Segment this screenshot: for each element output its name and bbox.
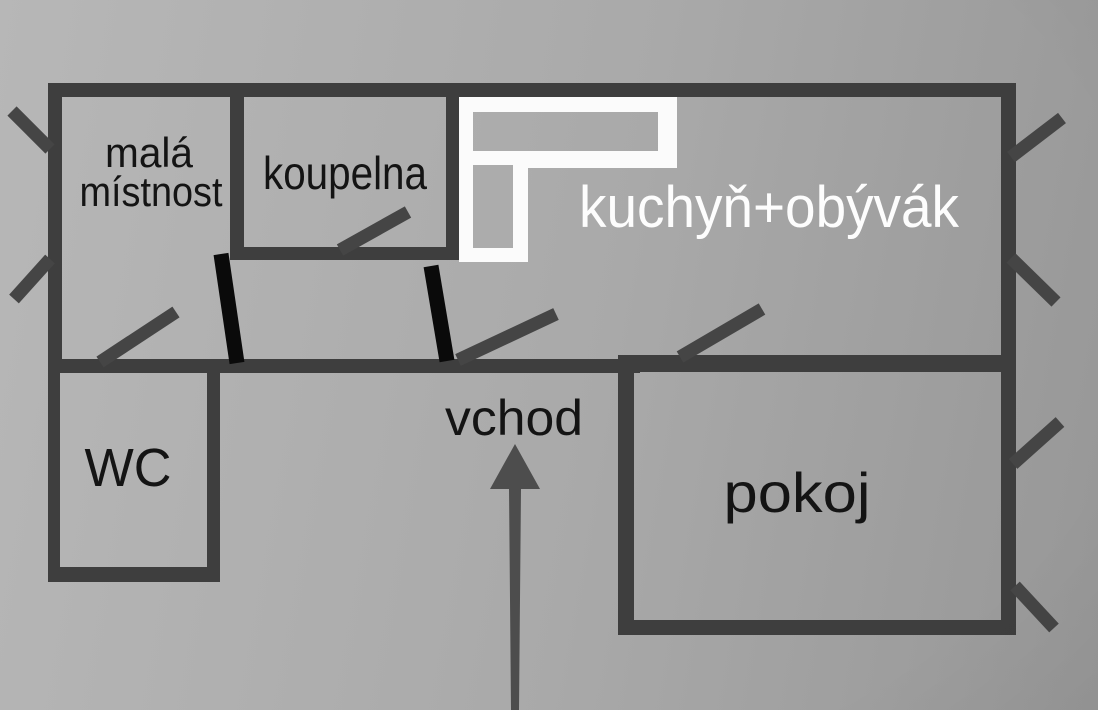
wall-koupelna-right xyxy=(446,97,459,260)
door-swing-vchod xyxy=(455,308,559,366)
window-tick-right-upper xyxy=(1007,112,1066,163)
entrance-label: vchod xyxy=(445,390,583,446)
wall-hallway xyxy=(48,359,640,373)
window-tick-left-lower xyxy=(9,254,55,304)
wall-wc-left xyxy=(48,373,60,582)
entrance-arrow xyxy=(490,444,540,710)
door-leaf-mala-mistnost xyxy=(213,252,245,365)
door-swing-pokoj xyxy=(676,303,766,363)
wall-left xyxy=(48,83,62,373)
room-label-mala-mistnost-line2: místnost xyxy=(80,168,223,215)
door-swing-mala-mistnost xyxy=(96,306,180,368)
wall-koupelna-left xyxy=(230,97,244,260)
room-label-mala-mistnost-line1: malá xyxy=(105,129,194,176)
room-label-kuchyn-obyvak: kuchyň+obývák xyxy=(579,175,960,240)
wall-pokoj-left xyxy=(618,355,634,635)
wall-pokoj-bottom xyxy=(618,620,1016,635)
wall-wc-right xyxy=(207,373,220,582)
room-label-pokoj: pokoj xyxy=(724,461,871,524)
kitchen-counter xyxy=(459,97,677,262)
window-tick-pokoj-upper xyxy=(1008,417,1065,469)
wall-pokoj-top xyxy=(618,355,1016,372)
window-tick-left-upper xyxy=(7,106,55,154)
window-tick-right-mid xyxy=(1006,253,1061,307)
wall-top xyxy=(48,83,1016,97)
room-label-koupelna: koupelna xyxy=(263,147,427,199)
room-label-wc: WC xyxy=(85,438,172,498)
window-tick-pokoj-lower xyxy=(1010,581,1059,633)
wall-wc-bottom xyxy=(48,567,220,582)
door-leaf-vchod xyxy=(423,264,455,363)
door-swing-koupelna xyxy=(336,206,412,256)
